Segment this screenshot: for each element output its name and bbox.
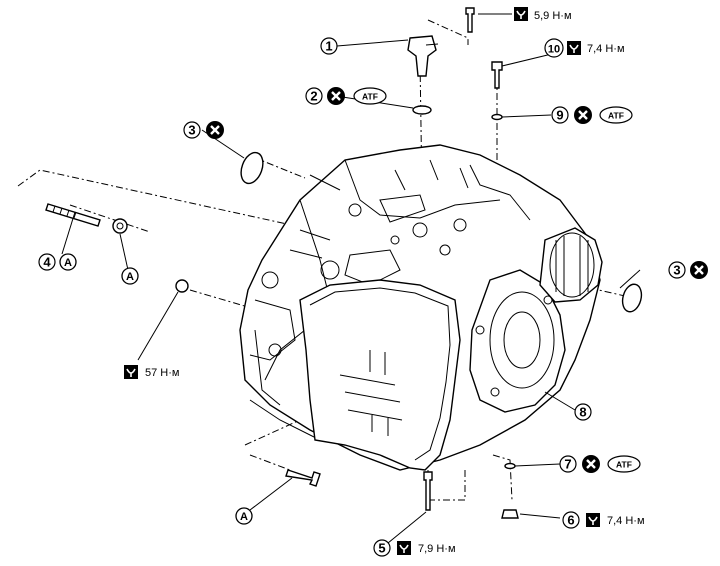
ref-a-marker: A — [59, 253, 77, 271]
lower-bolt — [285, 469, 321, 487]
speed-sensor — [407, 35, 439, 77]
callout-1: 1 — [320, 37, 338, 55]
svg-text:1: 1 — [325, 39, 332, 54]
oil-pan — [299, 279, 461, 471]
svg-text:3: 3 — [188, 123, 195, 138]
seal-2 — [412, 105, 432, 115]
torque-value-5: 7,9 Н·м — [418, 543, 456, 555]
bolt-5 — [423, 471, 433, 511]
svg-text:3: 3 — [673, 263, 680, 278]
torque-wrench-icon — [586, 513, 600, 527]
svg-text:5: 5 — [378, 541, 385, 556]
callout-8: 8 — [574, 403, 592, 421]
callout-10: 10 — [544, 38, 564, 58]
torque-value-6: 7,4 Н·м — [607, 515, 645, 527]
long-bolt — [45, 203, 101, 227]
output-flange — [539, 227, 603, 303]
nut — [112, 218, 128, 234]
torque-wrench-icon — [397, 541, 411, 555]
torque-wrench-icon — [124, 365, 138, 379]
callout-4: 4 — [38, 253, 56, 271]
svg-text:A: A — [240, 511, 248, 523]
replace-x-icon — [206, 121, 224, 139]
svg-text:4: 4 — [43, 255, 51, 270]
seal-7 — [504, 462, 516, 470]
replace-x-icon — [690, 261, 708, 279]
torque-value-57: 57 Н·м — [145, 367, 179, 379]
svg-text:2: 2 — [310, 89, 317, 104]
torque-value-1: 5,9 Н·м — [534, 10, 572, 22]
replace-x-icon — [327, 87, 345, 105]
sensor-bolt — [465, 7, 475, 33]
svg-text:10: 10 — [548, 44, 560, 56]
callout-5: 5 — [373, 539, 391, 557]
svg-text:6: 6 — [567, 513, 574, 528]
o-ring-right — [621, 283, 643, 313]
svg-text:A: A — [126, 271, 134, 283]
callout-2: 2 — [305, 87, 323, 105]
svg-text:8: 8 — [579, 405, 586, 420]
atf-oval-icon: ATF — [353, 87, 387, 105]
callout-7: 7 — [559, 455, 577, 473]
svg-text:ATF: ATF — [616, 460, 632, 470]
svg-text:ATF: ATF — [362, 92, 378, 102]
atf-oval-icon: ATF — [599, 106, 633, 124]
svg-text:7: 7 — [564, 457, 571, 472]
o-ring-left — [240, 151, 264, 185]
svg-text:A: A — [64, 257, 72, 269]
callout-3-left: 3 — [183, 121, 201, 139]
drain-plug — [501, 509, 519, 519]
torque-wrench-icon — [567, 41, 581, 55]
svg-text:9: 9 — [556, 108, 563, 123]
callout-9: 9 — [551, 106, 569, 124]
bolt-10 — [491, 61, 503, 89]
callout-3-right: 3 — [668, 261, 686, 279]
torque-wrench-icon — [514, 7, 528, 21]
ref-a-marker: A — [121, 267, 139, 285]
atf-oval-icon: ATF — [607, 455, 641, 473]
seal-9 — [491, 113, 503, 121]
ref-a-marker: A — [235, 507, 253, 525]
torque-value-10: 7,4 Н·м — [587, 43, 625, 55]
housing-bolt — [175, 279, 189, 293]
replace-x-icon — [582, 455, 600, 473]
svg-text:ATF: ATF — [608, 111, 624, 121]
callout-6: 6 — [562, 511, 580, 529]
side-cover — [469, 269, 566, 413]
replace-x-icon — [574, 106, 592, 124]
